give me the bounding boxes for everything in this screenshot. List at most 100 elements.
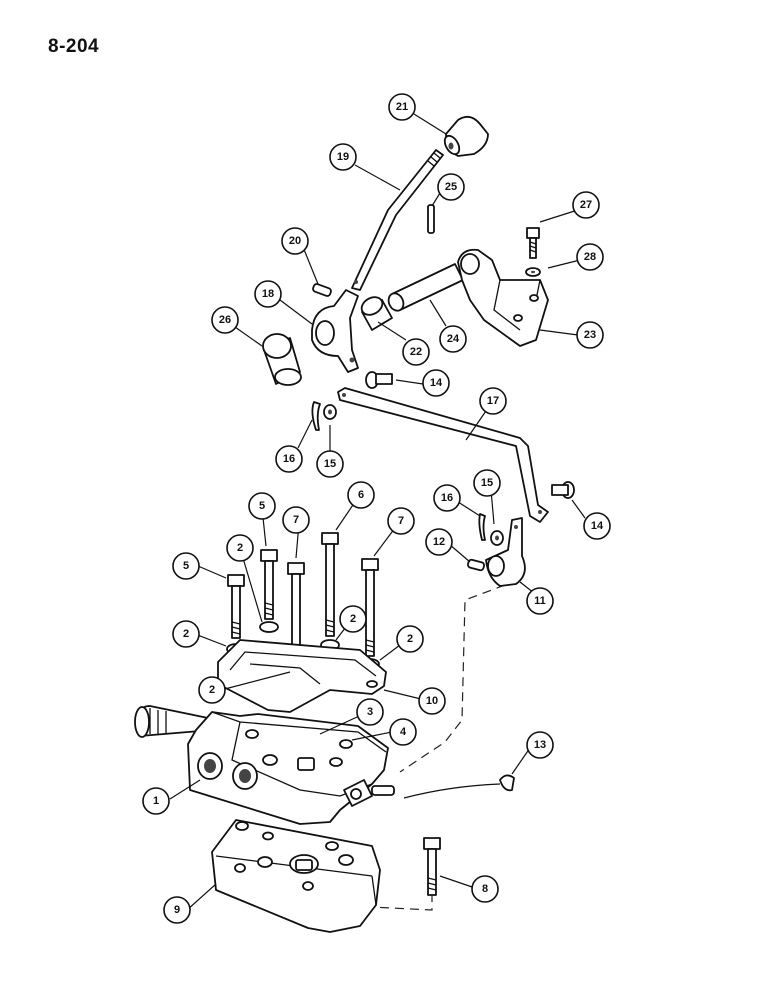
svg-text:16: 16	[283, 453, 295, 465]
washer-top-right-part	[525, 267, 541, 277]
callouts: 1 2 2 2 2 2 2 3 4 5 5 6 7 7 8 9 10 11 12…	[142, 93, 611, 924]
pin-small-part	[467, 558, 485, 572]
svg-text:21: 21	[396, 101, 408, 113]
callout-16: 16	[275, 445, 303, 473]
svg-text:6: 6	[358, 489, 364, 501]
callout-20: 20	[281, 227, 309, 255]
svg-text:14: 14	[430, 377, 443, 389]
svg-text:2: 2	[183, 628, 189, 640]
leader-lines	[169, 113, 586, 911]
callout-27: 27	[572, 191, 600, 219]
svg-text:26: 26	[219, 314, 231, 326]
cotter-pin-right-part	[478, 513, 486, 541]
callout-3: 3	[356, 698, 384, 726]
callout-4: 4	[389, 718, 417, 746]
svg-text:16: 16	[441, 492, 453, 504]
clevis-part	[485, 517, 526, 587]
bolt-7-right-part	[361, 558, 379, 657]
end-plate-part	[211, 819, 381, 933]
callout-7: 7	[282, 506, 310, 534]
callout-19: 19	[329, 143, 357, 171]
link-rod-part	[337, 387, 549, 523]
callout-25: 25	[437, 173, 465, 201]
svg-text:19: 19	[337, 151, 349, 163]
shaft-part	[387, 263, 464, 312]
page-number: 8-204	[48, 36, 100, 57]
svg-text:8: 8	[482, 883, 488, 895]
svg-text:13: 13	[534, 739, 546, 751]
svg-text:17: 17	[487, 395, 499, 407]
callout-6: 6	[347, 481, 375, 509]
callout-14: 14	[422, 369, 450, 397]
svg-text:27: 27	[580, 199, 592, 211]
svg-text:7: 7	[293, 514, 299, 526]
callout-5: 5	[172, 552, 200, 580]
bracket-part	[457, 248, 549, 347]
svg-text:15: 15	[324, 458, 336, 470]
bolt-6-part	[321, 532, 339, 637]
svg-text:22: 22	[410, 346, 422, 358]
svg-text:10: 10	[426, 695, 438, 707]
callout-22: 22	[402, 338, 430, 366]
svg-text:25: 25	[445, 181, 457, 193]
svg-text:7: 7	[398, 515, 404, 527]
callout-7: 7	[387, 507, 415, 535]
callout-5: 5	[248, 492, 276, 520]
roll-pin-part	[427, 204, 435, 234]
svg-text:24: 24	[447, 333, 460, 345]
bolt-5-mid-part	[260, 549, 278, 620]
callout-2: 2	[339, 605, 367, 633]
svg-text:14: 14	[591, 520, 604, 532]
svg-text:20: 20	[289, 235, 301, 247]
svg-text:2: 2	[350, 613, 356, 625]
plug-part	[403, 774, 515, 799]
bushing-small-part	[360, 296, 393, 331]
svg-text:15: 15	[481, 477, 493, 489]
lever-arm-part	[311, 289, 359, 373]
lever-part	[351, 149, 444, 291]
callout-9: 9	[163, 896, 191, 924]
cotter-pin-left-part	[311, 401, 321, 431]
shoulder-bolt-right-part	[551, 481, 575, 499]
callout-21: 21	[388, 93, 416, 121]
cover-plate-part	[217, 639, 387, 713]
bolt-8-part	[423, 837, 441, 896]
bolt-top-right-part	[526, 227, 540, 259]
svg-text:12: 12	[433, 536, 445, 548]
washer-right-part	[490, 530, 504, 546]
pin-part	[312, 283, 332, 297]
knob-part	[443, 115, 489, 157]
callout-15: 15	[473, 469, 501, 497]
callout-2: 2	[198, 676, 226, 704]
svg-text:9: 9	[174, 904, 180, 916]
svg-text:5: 5	[183, 560, 189, 572]
callout-12: 12	[425, 528, 453, 556]
callout-24: 24	[439, 325, 467, 353]
bolt-5-left-part	[227, 574, 245, 639]
svg-text:1: 1	[153, 795, 159, 807]
callout-26: 26	[211, 306, 239, 334]
callout-2: 2	[396, 625, 424, 653]
callout-13: 13	[526, 731, 554, 759]
svg-text:11: 11	[534, 595, 546, 607]
washer-left-part	[323, 404, 337, 420]
svg-text:2: 2	[237, 542, 243, 554]
callout-17: 17	[479, 387, 507, 415]
callout-15: 15	[316, 450, 344, 478]
callout-28: 28	[576, 243, 604, 271]
svg-text:23: 23	[584, 329, 596, 341]
svg-text:2: 2	[209, 684, 215, 696]
svg-text:5: 5	[259, 500, 265, 512]
callout-18: 18	[254, 280, 282, 308]
callout-2: 2	[172, 620, 200, 648]
svg-text:18: 18	[262, 288, 274, 300]
callout-10: 10	[418, 687, 446, 715]
valve-body-part	[134, 705, 395, 825]
callout-2: 2	[226, 534, 254, 562]
assembly-guide-lines	[329, 584, 506, 911]
bushing-part	[262, 333, 302, 386]
shoulder-bolt-top-part	[365, 371, 393, 389]
svg-text:2: 2	[407, 633, 413, 645]
svg-text:4: 4	[400, 726, 407, 738]
